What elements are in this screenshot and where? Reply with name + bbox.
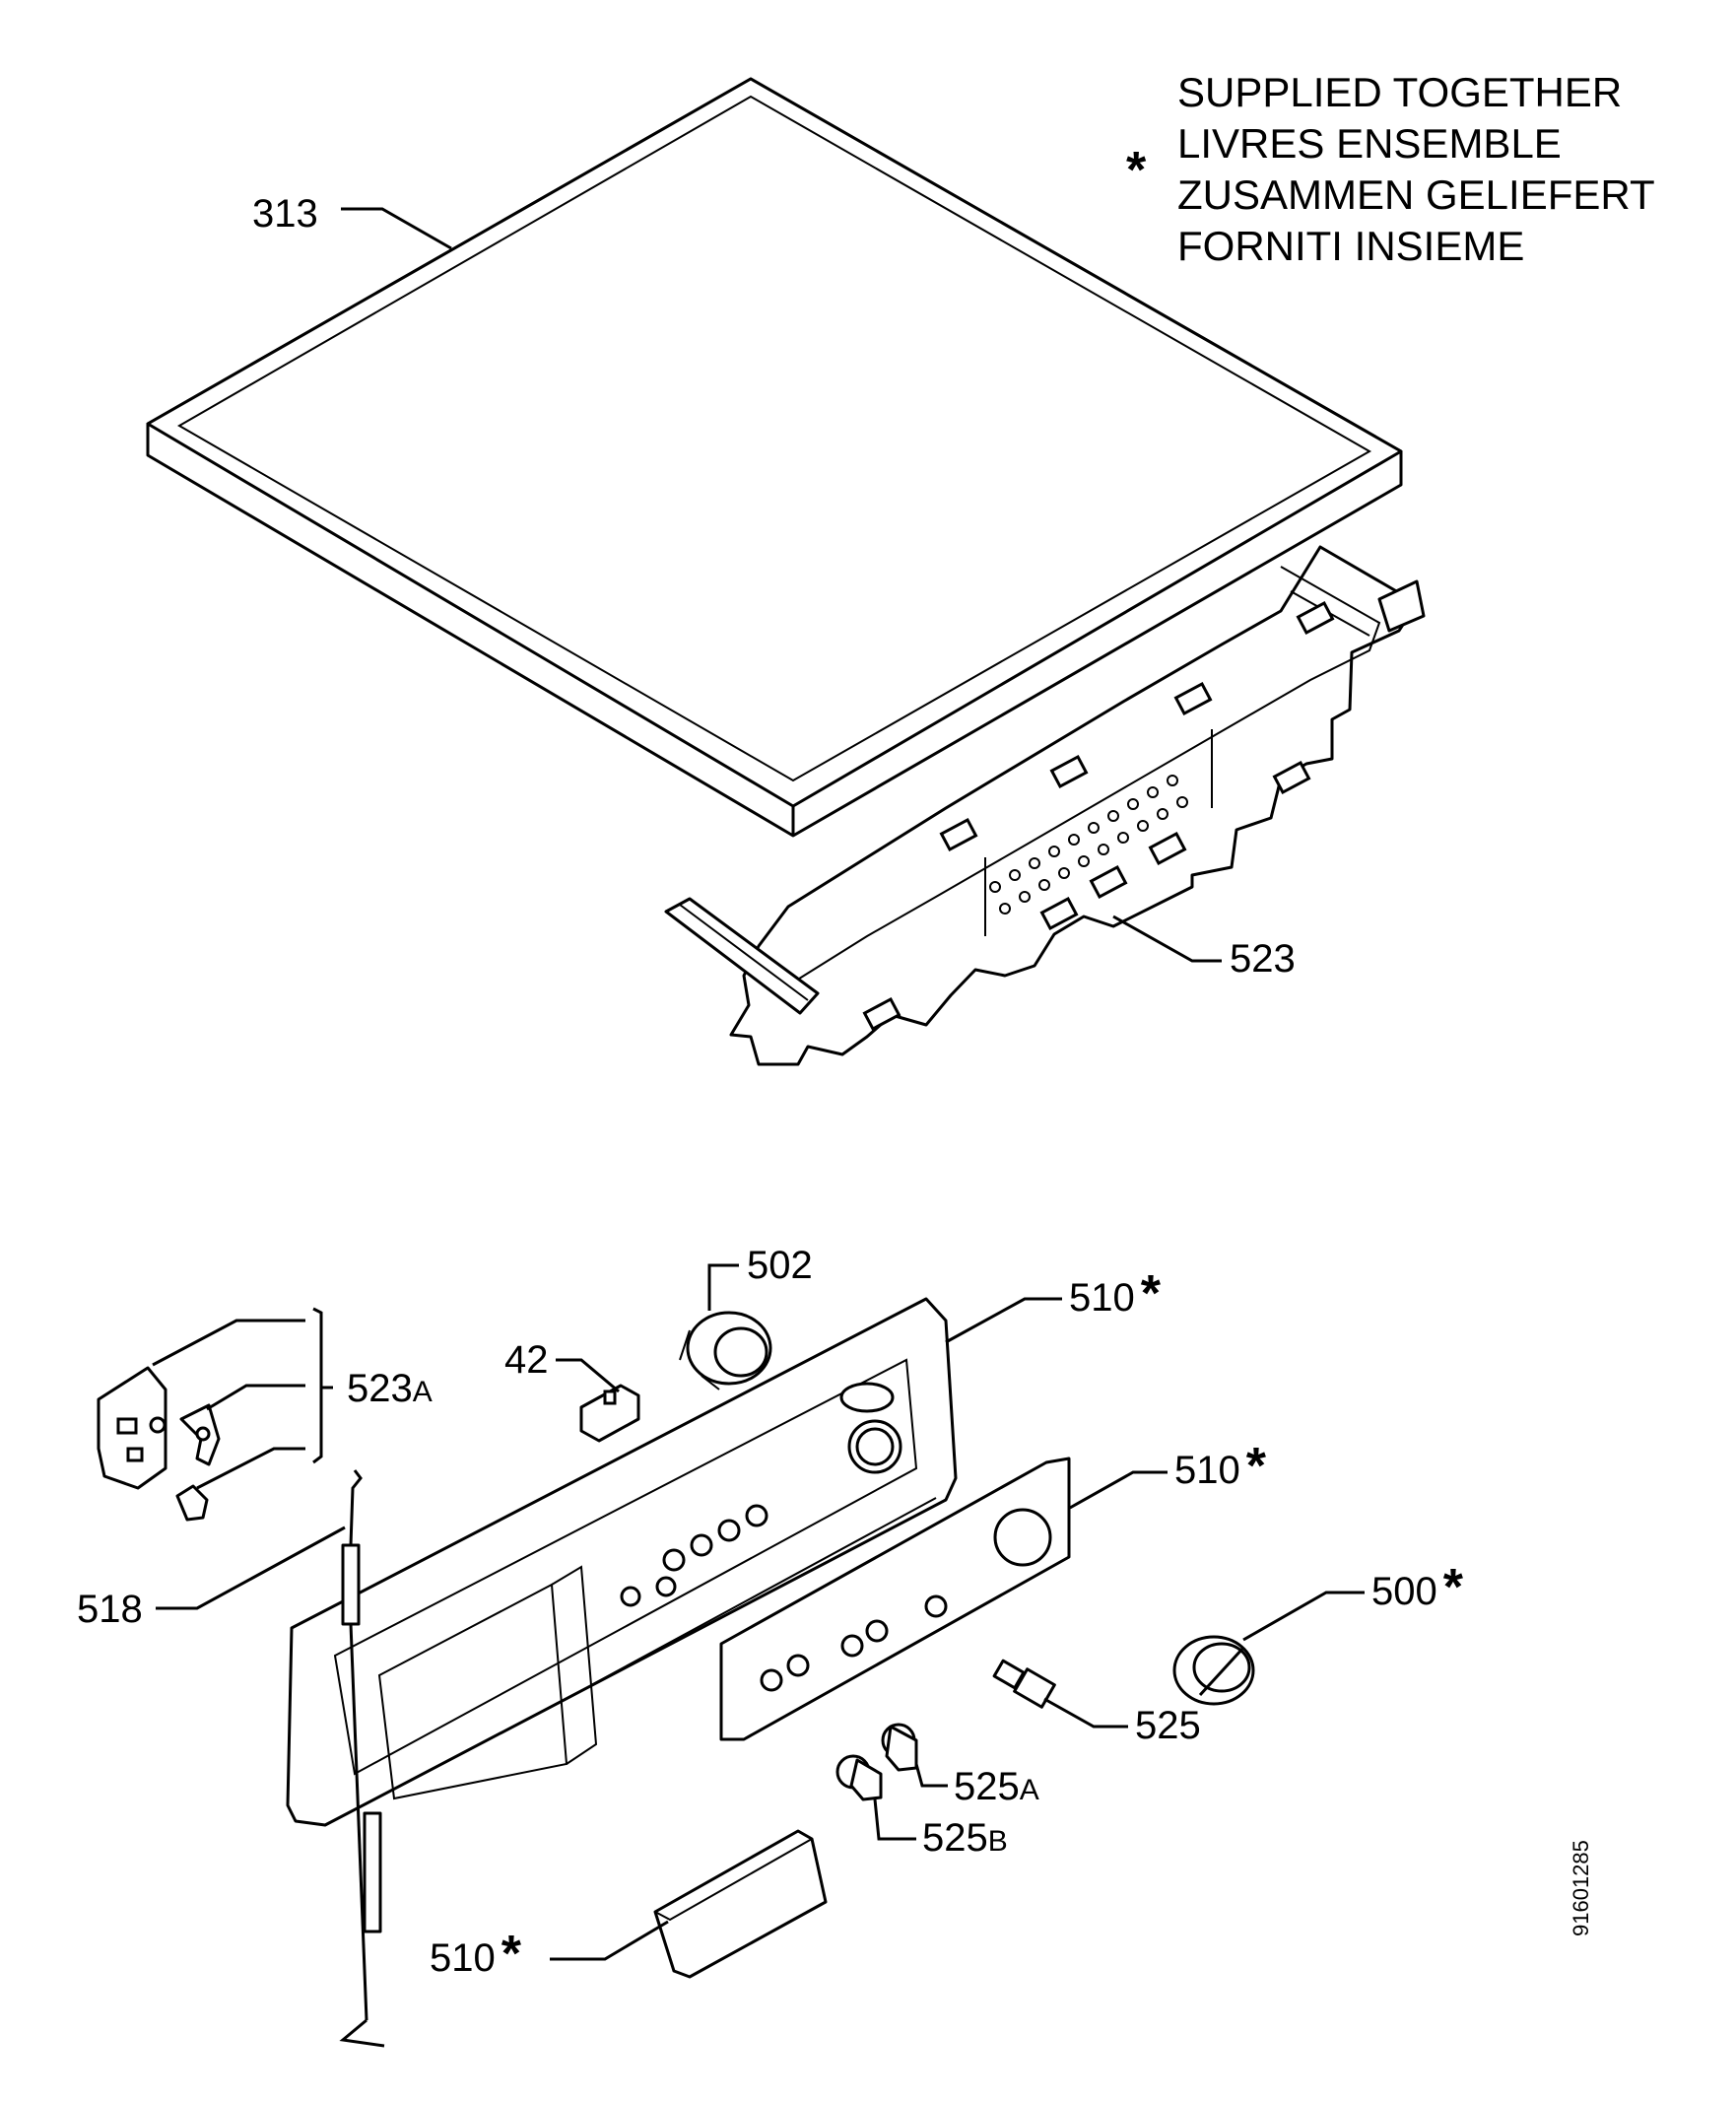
legend-line-fr: LIVRES ENSEMBLE [1177, 120, 1562, 167]
callout-523A-number: 523 [347, 1367, 413, 1410]
legend: * SUPPLIED TOGETHER LIVRES ENSEMBLE ZUSA… [1126, 69, 1655, 269]
part-42-switch [579, 1384, 640, 1443]
callout-518: 518 [77, 1588, 143, 1631]
callout-525B-suffix: B [988, 1825, 1008, 1858]
callout-510-plate-star: * [1246, 1438, 1267, 1495]
leader-510-plate [1069, 1470, 1168, 1510]
legend-line-en: SUPPLIED TOGETHER [1177, 69, 1622, 115]
leader-313 [341, 207, 452, 250]
legend-line-it: FORNITI INSIEME [1177, 223, 1524, 269]
callout-525A-number: 525 [954, 1765, 1020, 1808]
callout-523A: 523A [347, 1367, 433, 1410]
panel-frame-slots [862, 600, 1335, 1032]
callout-525A-suffix: A [1020, 1774, 1039, 1806]
callout-523: 523 [1230, 937, 1296, 981]
leader-525 [1043, 1697, 1128, 1729]
callout-510-panel: 510* [1069, 1265, 1162, 1322]
legend-star: * [1126, 142, 1147, 199]
part-510-handle [653, 1829, 828, 1979]
callout-510-plate: 510* [1174, 1438, 1267, 1495]
brace-523A [312, 1307, 323, 1464]
panel-frame-vent-holes [989, 775, 1188, 915]
callout-500: 500* [1371, 1559, 1464, 1616]
part-523-panel-frame [664, 545, 1426, 1066]
leader-525B [873, 1798, 916, 1841]
part-525B-button [835, 1754, 883, 1801]
callout-42: 42 [504, 1338, 549, 1382]
callout-525B-number: 525 [922, 1816, 988, 1860]
part-510-decor-plate [719, 1457, 1071, 1741]
leader-502 [707, 1263, 739, 1311]
callout-313: 313 [252, 192, 318, 236]
leader-523 [1112, 915, 1222, 963]
leader-510-panel [945, 1297, 1062, 1344]
leader-525A [914, 1763, 948, 1788]
legend-line-de: ZUSAMMEN GELIEFERT [1177, 171, 1655, 218]
leader-518 [156, 1526, 346, 1610]
callout-525B: 525B [922, 1816, 1008, 1860]
callout-525A: 525A [954, 1765, 1039, 1808]
drawing-code: 91601285 [1569, 1840, 1593, 1936]
callout-510-handle-star: * [501, 1926, 522, 1983]
callout-510-panel-star: * [1141, 1265, 1162, 1322]
callout-500-star: * [1443, 1559, 1464, 1616]
part-518-rod [339, 1469, 385, 2048]
part-525A-button [881, 1723, 918, 1772]
part-502-lamp [679, 1311, 772, 1390]
callout-510-handle-number: 510 [430, 1936, 496, 1980]
callout-510-panel-number: 510 [1069, 1276, 1135, 1320]
leader-500 [1242, 1591, 1365, 1642]
leader-510-handle [550, 1920, 669, 1961]
callout-502: 502 [747, 1244, 813, 1287]
callout-500-number: 500 [1371, 1570, 1437, 1613]
part-500-knob [1172, 1635, 1255, 1706]
part-510-control-panel [286, 1297, 958, 1827]
callout-510-handle: 510* [430, 1926, 522, 1983]
callout-523A-suffix: A [413, 1376, 433, 1408]
part-525-shaft [992, 1659, 1056, 1709]
callout-510-plate-number: 510 [1174, 1449, 1240, 1492]
leader-42 [556, 1358, 620, 1393]
part-523A-latch [97, 1366, 221, 1522]
part-313-lid [146, 77, 1403, 838]
callout-525: 525 [1135, 1704, 1201, 1747]
